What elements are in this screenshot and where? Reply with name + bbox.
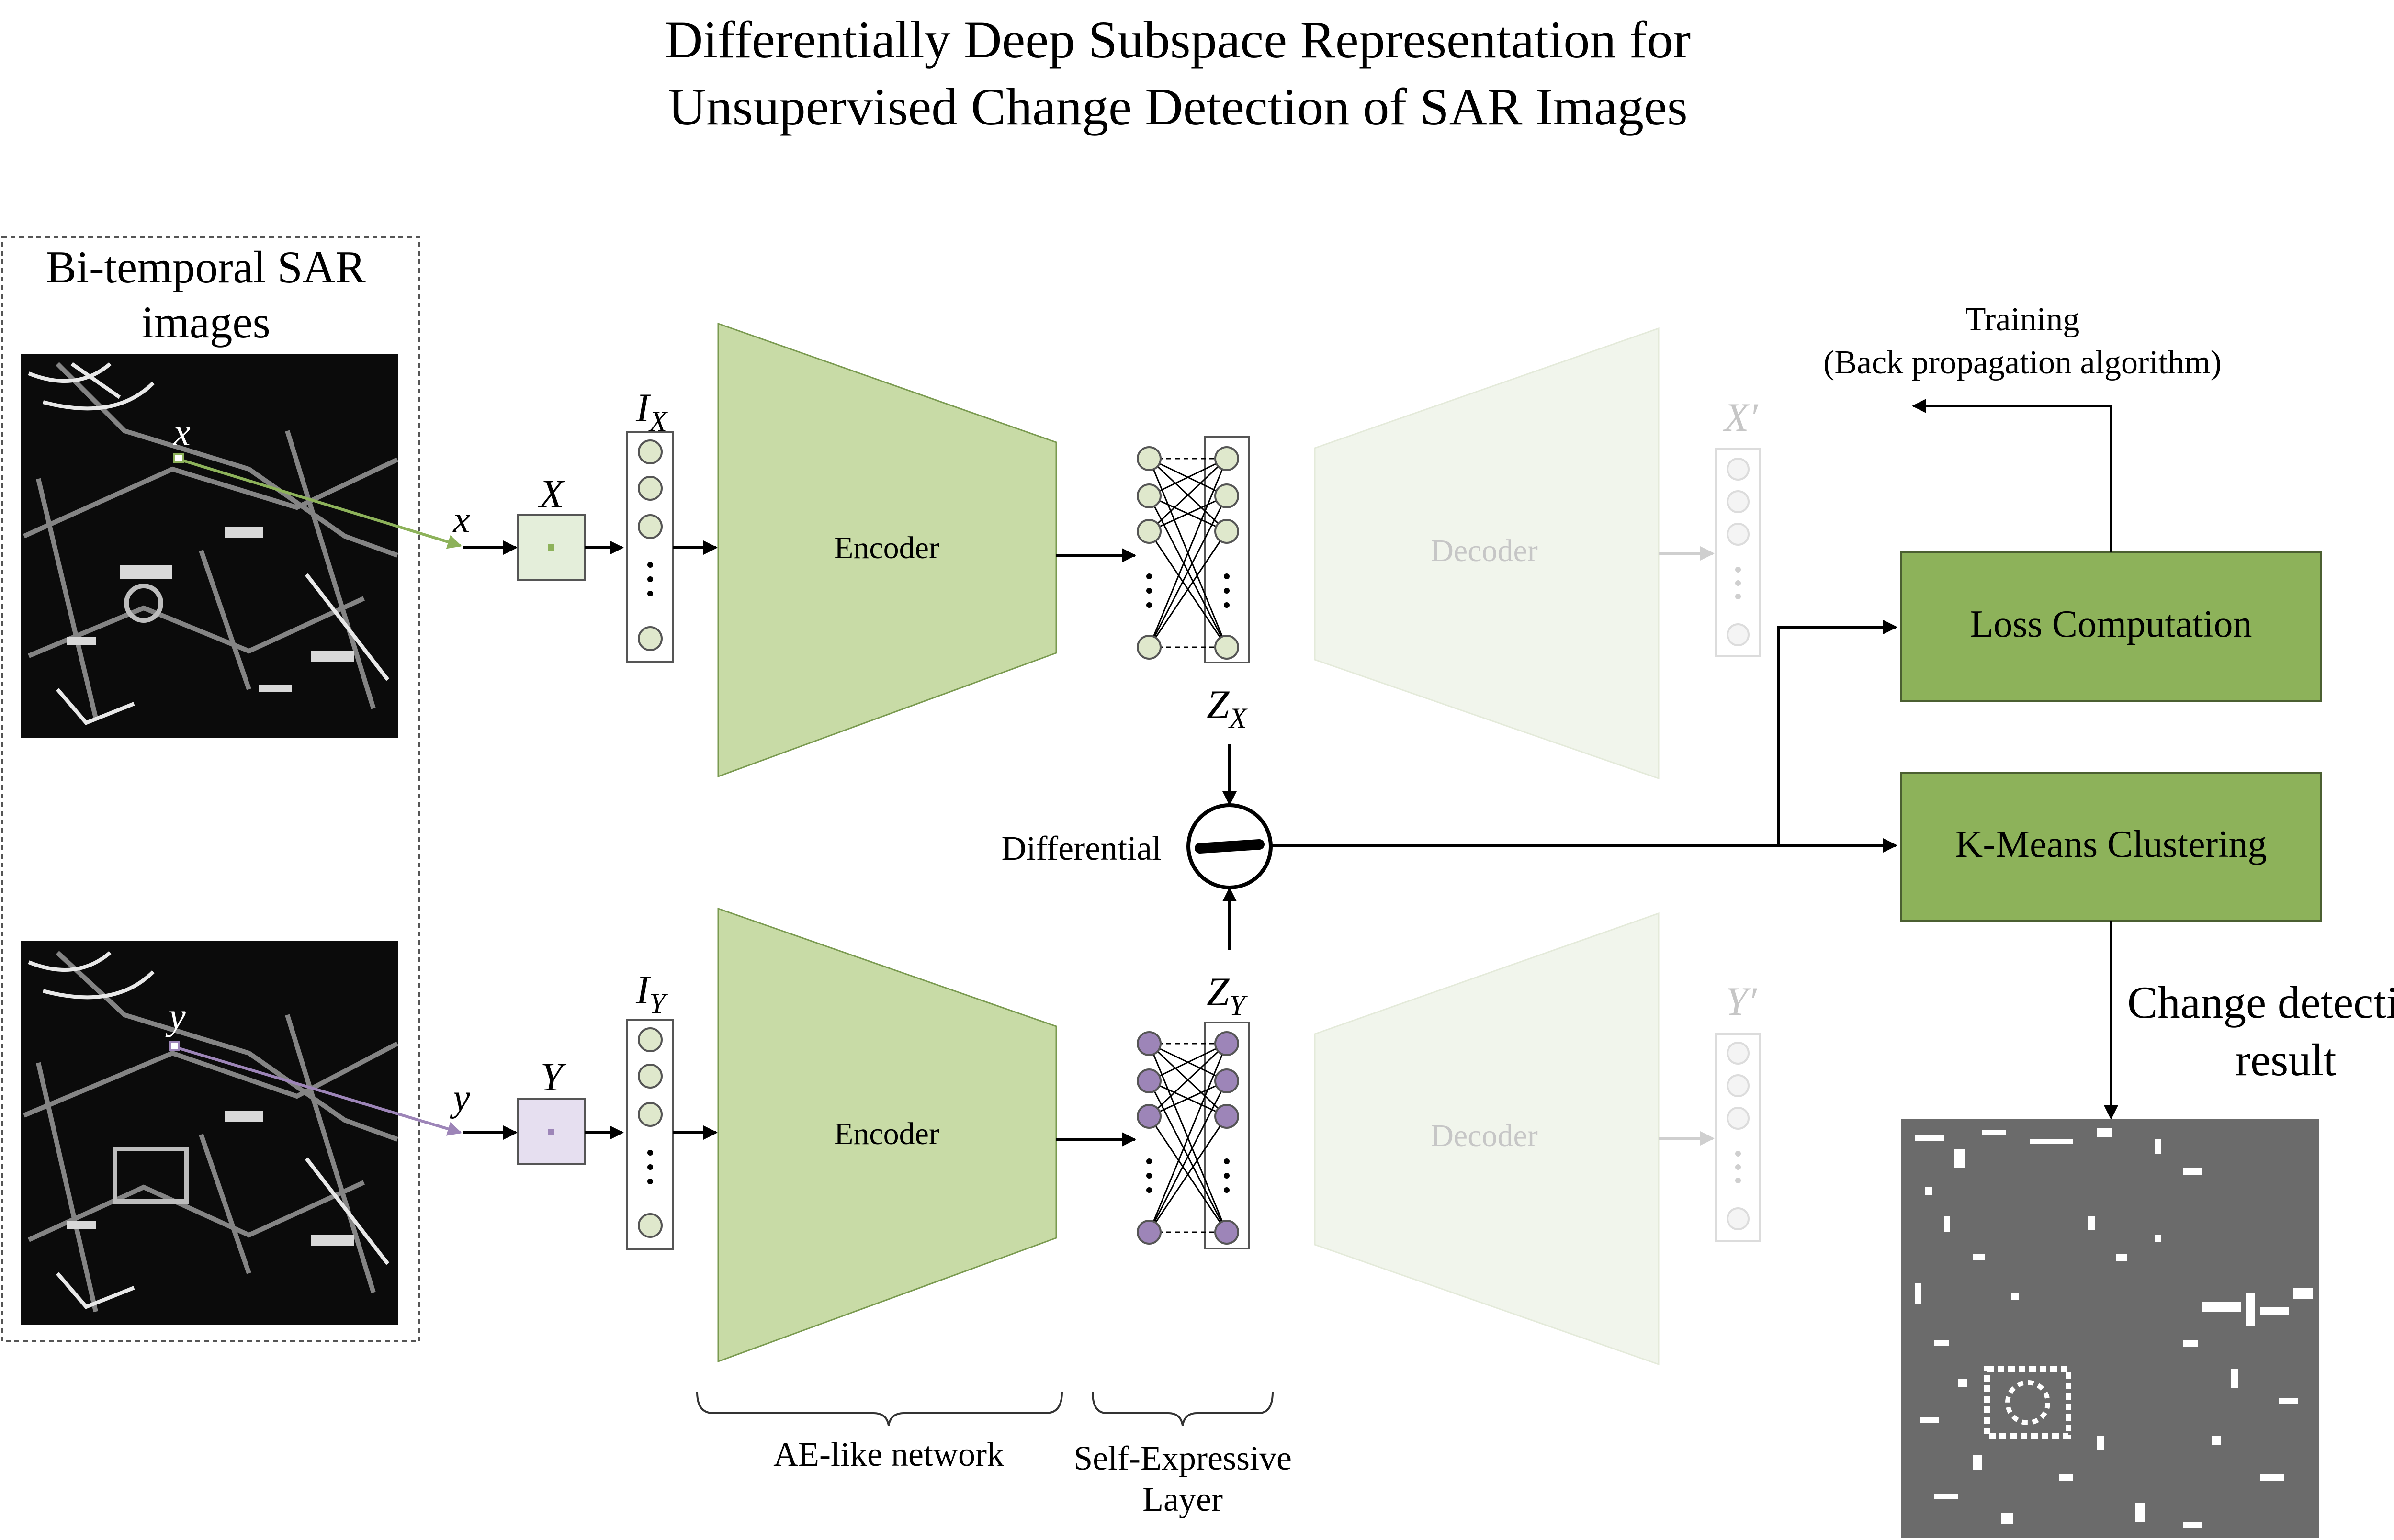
self-expressive-label-line2: Layer xyxy=(1142,1480,1223,1518)
loss-computation-label: Loss Computation xyxy=(1970,603,2252,645)
self-expressive-layer-y xyxy=(1137,1022,1250,1249)
input-panel-label-line1: Bi-temporal SAR xyxy=(46,242,366,292)
differential-operator xyxy=(1186,803,1273,889)
latent-label-x-sub: X xyxy=(1228,702,1248,734)
image-x-point-label: x xyxy=(173,412,191,454)
diagram-title-line1: Differentially Deep Subspace Representat… xyxy=(665,11,1691,69)
ae-network-label: AE-like network xyxy=(773,1435,1004,1473)
pixel-label-x: x xyxy=(452,499,470,541)
training-feedback-arrow xyxy=(1912,399,2112,552)
self-expressive-layer-x xyxy=(1137,436,1250,663)
pixel-marker-y xyxy=(169,1041,180,1051)
vector-label-y-sub: Y xyxy=(649,988,668,1019)
vector-label-y-main: I xyxy=(635,967,651,1012)
vector-label-x-main: I xyxy=(635,385,651,430)
encoder-x xyxy=(717,322,1057,778)
line-differential-to-loss xyxy=(1777,620,1897,845)
input-vector-y xyxy=(626,1019,674,1250)
output-label-y: Y′ xyxy=(1725,979,1757,1024)
differential-label: Differential xyxy=(1001,829,1162,867)
latent-label-y: ZY xyxy=(1207,969,1248,1021)
pixel-marker-x xyxy=(173,453,184,463)
vector-label-x: IX xyxy=(635,385,668,437)
sar-image-y xyxy=(21,941,399,1325)
decoder-y xyxy=(1314,912,1660,1366)
diagram-title-line2: Unsupervised Change Detection of SAR Ima… xyxy=(668,78,1687,136)
latent-label-y-sub: Y xyxy=(1229,989,1248,1021)
encoder-label-x: Encoder xyxy=(834,530,939,565)
loss-computation-box xyxy=(1900,551,2322,702)
output-vector-y xyxy=(1715,1033,1761,1242)
decoder-x xyxy=(1314,327,1660,780)
result-label-line1: Change detection xyxy=(2127,977,2394,1028)
patch-label-y: Y xyxy=(540,1055,566,1100)
latent-label-x: ZX xyxy=(1207,682,1248,734)
output-vector-x xyxy=(1715,448,1761,657)
latent-label-x-main: Z xyxy=(1207,682,1230,727)
vector-label-y: IY xyxy=(635,967,668,1019)
decoder-label-x: Decoder xyxy=(1431,533,1538,568)
self-expressive-brace xyxy=(1092,1392,1274,1426)
output-label-x: X′ xyxy=(1723,395,1759,440)
training-label-line2: (Back propagation algorithm) xyxy=(1823,344,2222,381)
kmeans-clustering-box xyxy=(1900,772,2322,922)
self-expressive-label-line1: Self-Expressive xyxy=(1073,1439,1292,1477)
kmeans-clustering-label: K-Means Clustering xyxy=(1955,823,2267,866)
encoder-y xyxy=(717,907,1057,1363)
encoder-label-y: Encoder xyxy=(834,1116,939,1151)
change-detection-result-image xyxy=(1901,1119,2319,1538)
image-y-point-label: y xyxy=(165,996,186,1038)
input-panel-label-line2: images xyxy=(141,297,270,348)
patch-center-y xyxy=(548,1129,554,1135)
patch-center-x xyxy=(548,544,554,551)
sampling-arrow-x xyxy=(182,459,462,549)
sar-image-x xyxy=(21,354,399,738)
training-label-line1: Training xyxy=(1965,301,2080,338)
sampling-arrow-y xyxy=(179,1047,462,1136)
result-label-line2: result xyxy=(2235,1034,2336,1085)
latent-label-y-main: Z xyxy=(1207,969,1230,1014)
patch-label-x: X xyxy=(538,472,565,517)
ae-network-brace xyxy=(696,1392,1063,1426)
input-vector-x xyxy=(626,431,674,663)
input-panel-frame xyxy=(1,236,420,1342)
decoder-label-y: Decoder xyxy=(1431,1118,1538,1153)
pixel-label-y: y xyxy=(450,1077,470,1119)
